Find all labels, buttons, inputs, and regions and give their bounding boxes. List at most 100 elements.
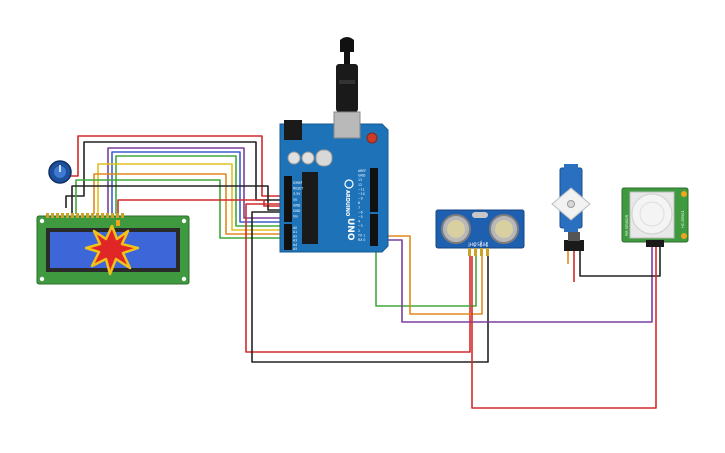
usb-port [333,111,361,139]
arduino-pin-label: ~11 [358,187,365,191]
lcd-pin[interactable] [66,213,69,218]
servo-shaft [567,200,575,208]
spark-burst-icon [84,224,140,276]
arduino-pin-label: ~6 [358,210,363,214]
arduino-pin-label: AREF [358,169,366,173]
lcd-pin[interactable] [56,213,59,218]
usb-connector[interactable] [336,64,358,112]
arduino-pin-label: GND [293,203,301,207]
ultrasonic-pin[interactable] [480,248,483,256]
pir-label: PIR SENSOR [625,214,629,236]
arduino-pin-label: RX 0 [358,238,365,242]
wire-black-gnd-main[interactable] [251,211,489,363]
ultrasonic-pin[interactable] [486,248,489,256]
arduino-pin-label: 13 [358,178,362,182]
wire-purple-lcd-d7[interactable] [107,147,280,219]
pir-connector[interactable] [646,240,664,247]
arduino-pin-label: 5V [293,198,298,202]
lcd-pin[interactable] [116,213,119,218]
wire-orange-echo[interactable] [376,235,483,315]
wire-red-5v-main[interactable] [245,203,471,353]
arduino-model-label: UNO [345,218,355,241]
wire-red-pot-vcc[interactable] [60,135,280,197]
pir-dome [631,193,673,235]
lcd-pin[interactable] [81,213,84,218]
pir-dome-inner [639,201,665,227]
ultrasonic-pin[interactable] [468,248,471,256]
wire-red-lcd-backlight[interactable] [117,199,280,214]
arduino-pin-label: Vin [293,215,298,219]
header-power [284,176,292,222]
lcd-header-pins [46,213,124,218]
potentiometer[interactable] [48,160,72,184]
capacitor [301,151,315,165]
lcd-pin[interactable] [121,213,124,218]
lcd-pin[interactable] [51,213,54,218]
usb-connector-ridge [339,80,355,84]
lcd-display [36,213,190,285]
ultrasonic-pin-label: Echo [479,240,483,247]
arduino-pin-label: 4 [358,220,360,224]
lcd-pin[interactable] [46,213,49,218]
ultrasonic-pin[interactable] [474,248,477,256]
wire-black-servo-gnd[interactable] [579,246,661,277]
arduino-pin-label: 3.3V [293,192,301,196]
arduino-pin-label: 8 [358,201,360,205]
lcd-mount-hole [181,218,187,224]
lcd-mount-hole [39,218,45,224]
wires [60,135,661,409]
lcd-mount-hole [39,276,45,282]
arduino-pin-label: ~5 [358,215,363,219]
arduino-pin-label: A3 [293,239,297,243]
lcd-pin[interactable] [111,213,114,218]
wire-green-lcd-d5[interactable] [115,155,280,227]
arduino-pin-label: TX 1 [357,233,365,237]
ultrasonic-pin-label: Gnd [485,241,489,247]
ultrasonic-crystal [472,212,488,218]
arduino-pin-label: GND [293,209,301,213]
arduino-pin-label: A1 [293,230,297,234]
usb-cable [344,42,350,66]
lcd-pin[interactable] [96,213,99,218]
lcd-pin[interactable] [91,213,94,218]
pir-model-label: HC-SR501 [681,210,685,228]
servo-tab-top [564,164,578,170]
capacitor [287,151,301,165]
servo-motor [551,164,591,251]
lcd-pin[interactable] [101,213,104,218]
servo-connector[interactable] [564,240,584,251]
header-analog [284,224,292,250]
header-digital-low [370,214,378,246]
lcd-pin-highlight [116,220,120,226]
reset-button[interactable] [366,132,378,144]
transducer-left-mesh [447,220,465,238]
pir-potentiometer[interactable] [681,233,687,239]
pir-potentiometer[interactable] [681,191,687,197]
ultrasonic-pin-label: Vcc [467,242,471,247]
arduino-pin-label: A0 [293,226,297,230]
arduino-pin-label: A4 [293,243,297,247]
lcd-pin[interactable] [76,213,79,218]
lcd-pin[interactable] [106,213,109,218]
arduino-pin-label: 2 [358,229,360,233]
wire-red-pir-vcc[interactable] [471,246,657,409]
wire-green-trig[interactable] [375,232,477,307]
arduino-pin-label: IOREF [293,181,303,185]
ultrasonic-model-label: HC-SR04 [470,242,488,247]
wire-blue-lcd-d6[interactable] [111,151,280,223]
lcd-mount-hole [181,276,187,282]
wire-black-lcd-gnd[interactable] [71,185,280,214]
wire-orange-lcd-e[interactable] [93,173,280,235]
wire-green-lcd-rs[interactable] [75,179,280,239]
transducer-right-mesh [495,220,513,238]
lcd-pin[interactable] [61,213,64,218]
arduino-pin-label: GND [358,174,366,178]
lcd-pin[interactable] [86,213,89,218]
arduino-logo-icon [344,179,354,189]
lcd-pin[interactable] [71,213,74,218]
wire-purple-pir-out[interactable] [376,239,653,323]
